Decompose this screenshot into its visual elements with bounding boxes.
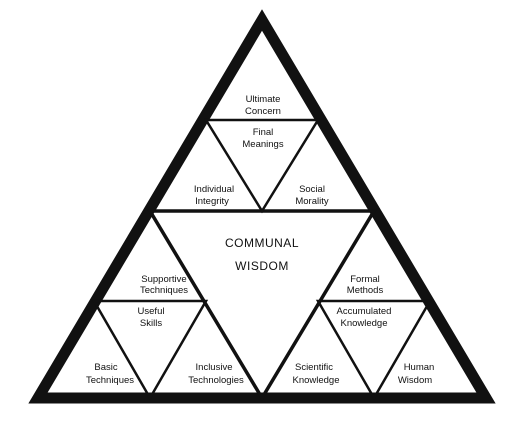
right-left-label-line1: Scientific: [295, 362, 333, 373]
left-inner-label-line1: Useful: [138, 306, 165, 317]
top-inner-label-line1: Final: [253, 127, 274, 138]
right-apex-label-line2: Methods: [347, 285, 384, 296]
top-apex-label-line1: Ultimate: [246, 94, 281, 105]
left-left-label-line1: Basic: [94, 362, 117, 373]
top-inner-triangle: [203, 118, 321, 214]
center-label-line2: WISDOM: [235, 259, 289, 273]
right-left-label-line2: Knowledge: [292, 375, 339, 386]
left-left-label-line2: Techniques: [86, 375, 134, 386]
right-inner-label-line2: Knowledge: [340, 318, 387, 329]
left-inner-label-line2: Skills: [140, 318, 162, 329]
top-right-label-line2: Morality: [295, 196, 329, 207]
right-right-label-line2: Wisdom: [398, 375, 432, 386]
top-left-label-line2: Integrity: [195, 196, 229, 207]
right-right-label-line1: Human: [404, 362, 435, 373]
left-apex-label-line2: Techniques: [140, 285, 188, 296]
top-apex-label-line2: Concern: [245, 106, 281, 117]
left-right-label-line2: Technologies: [188, 375, 244, 386]
right-apex-label-line1: Formal: [350, 274, 380, 285]
top-left-label-line1: Individual: [194, 184, 234, 195]
left-inner-triangle: [91, 299, 209, 401]
right-inner-label-line1: Accumulated: [337, 306, 392, 317]
right-inner-triangle: [315, 299, 433, 401]
top-inner-label-line2: Meanings: [242, 139, 283, 150]
left-right-label-line1: Inclusive: [196, 362, 233, 373]
center-label-line1: COMMUNAL: [225, 236, 299, 250]
left-apex-label-line1: Supportive: [141, 274, 186, 285]
top-right-label-line1: Social: [299, 184, 325, 195]
